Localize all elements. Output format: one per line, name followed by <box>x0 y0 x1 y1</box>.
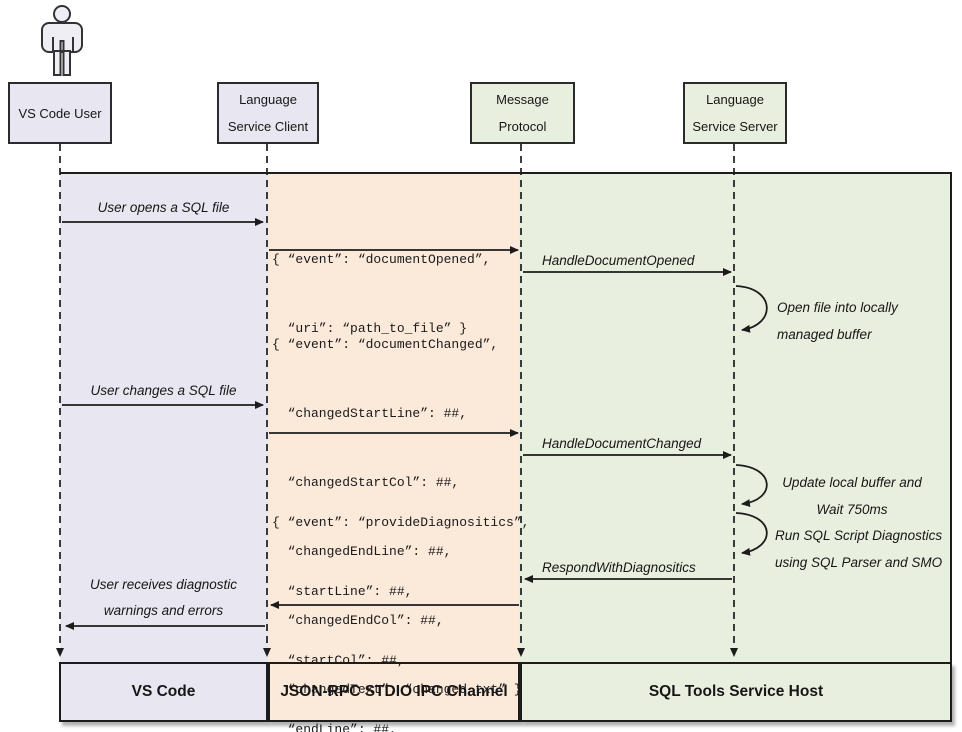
payload-line: { “event”: “provideDiagnositics”, <box>272 515 530 530</box>
label-user-opens: User opens a SQL file <box>97 200 230 215</box>
note-run-diagnostics-line1: Run SQL Script Diagnostics <box>775 528 943 543</box>
participant-client-label-1: Language <box>239 92 297 107</box>
payload-line: “changedStartLine”: ##, <box>272 406 468 421</box>
footer-sqltools: SQL Tools Service Host <box>520 662 952 722</box>
payload-document-opened: { “event”: “documentOpened”, “uri”: “pat… <box>272 202 490 386</box>
participant-server-label-2: Service Server <box>692 119 778 134</box>
payload-line: “endLine”: ##, <box>272 722 397 732</box>
payload-line: “changedStartCol”: ##, <box>272 475 460 490</box>
footer-vscode-label: VS Code <box>131 683 196 700</box>
payload-line: “startLine”: ##, <box>272 584 413 599</box>
actor-legs <box>53 40 71 76</box>
footer-jsonrpc: JSON-RPC STDIO IPC Channel <box>268 662 520 722</box>
loop-update-buffer <box>735 464 768 508</box>
label-user-receives-line1: User receives diagnostic <box>89 577 238 592</box>
participant-client-label-2: Service Client <box>227 119 309 134</box>
actor-head <box>53 5 71 23</box>
label-user-receives-line2: warnings and errors <box>103 603 224 618</box>
message-arrows <box>62 218 732 630</box>
participant-server-label-1: Language <box>706 92 764 107</box>
lane-jsonrpc <box>267 174 519 662</box>
participant-client: Language Service Client <box>217 82 319 144</box>
note-update-buffer-line2: Wait 750ms <box>816 502 888 517</box>
payload-line: “changedEndCol”: ##, <box>272 613 444 628</box>
participant-user-label: VS Code User <box>18 105 102 121</box>
footer-sqltools-label: SQL Tools Service Host <box>648 683 824 700</box>
lifelines <box>56 144 738 657</box>
label-user-receives: User receives diagnostic warnings and er… <box>62 572 265 624</box>
payload-provide-diagnostics: { “event”: “provideDiagnositics”, “start… <box>272 465 529 732</box>
payload-line: “uri”: “path_to_file” } <box>272 321 468 336</box>
note-open-file-line2: managed buffer <box>777 327 872 342</box>
lane-vscode <box>60 174 268 662</box>
payload-line: { “event”: “documentChanged”, <box>272 337 499 352</box>
note-update-buffer-line1: Update local buffer and <box>782 475 922 490</box>
footer-vscode: VS Code <box>59 662 268 722</box>
self-loops <box>735 285 768 556</box>
label-user-changes: User changes a SQL file <box>90 383 237 398</box>
note-run-diagnostics: Run SQL Script Diagnostics using SQL Par… <box>775 522 955 576</box>
payload-line: “changedEndLine”: ##, <box>272 544 452 559</box>
label-handle-document-changed: HandleDocumentChanged <box>542 436 702 451</box>
payload-line: { “event”: “documentOpened”, <box>272 252 491 267</box>
label-handle-document-opened: HandleDocumentOpened <box>542 253 695 268</box>
loop-open-buffer <box>735 285 768 333</box>
participant-protocol-label-2: Protocol <box>498 119 547 134</box>
note-open-file-line1: Open file into locally <box>777 300 898 315</box>
payload-document-changed: { “event”: “documentChanged”, “changedSt… <box>272 287 522 732</box>
loop-run-diagnostics <box>735 512 768 556</box>
payload-line: “startCol”: ##, <box>272 653 405 668</box>
note-update-buffer: Update local buffer and Wait 750ms <box>768 469 936 523</box>
note-open-file: Open file into locally managed buffer <box>777 294 947 348</box>
footer-jsonrpc-label: JSON-RPC STDIO IPC Channel <box>280 683 508 700</box>
label-respond-with-diagnostics: RespondWithDiagnositics <box>542 560 696 575</box>
payload-line: “changedText”: “changed txt” } <box>272 682 522 697</box>
participant-user: VS Code User <box>8 82 112 144</box>
note-run-diagnostics-line2: using SQL Parser and SMO <box>775 555 943 570</box>
participant-protocol-label-1: Message <box>496 92 549 107</box>
participant-server: Language Service Server <box>683 82 787 144</box>
actor-icon <box>41 5 83 76</box>
participant-protocol: Message Protocol <box>470 82 575 144</box>
